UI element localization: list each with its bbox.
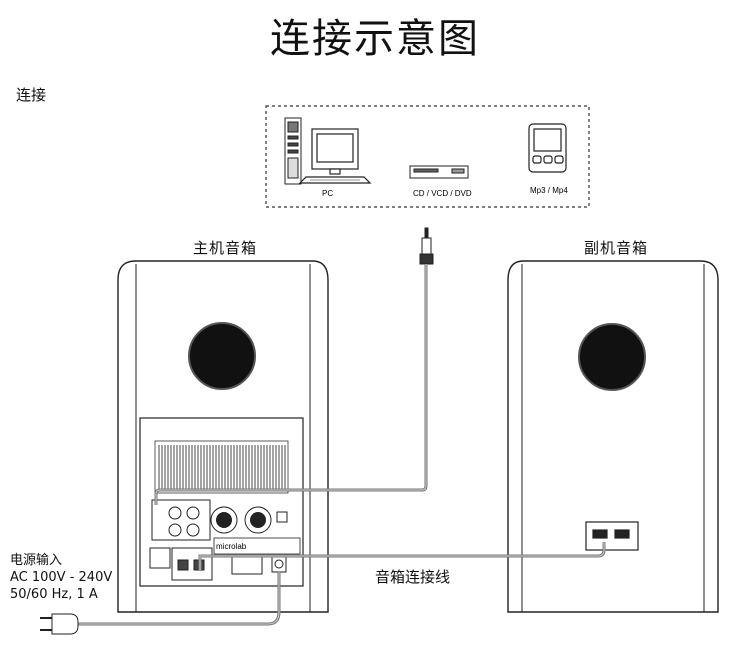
sub-speaker-label: 副机音箱 [584, 239, 649, 257]
pc-label: PC [322, 189, 333, 198]
power-input-label: 电源输入 AC 100V - 240V ~ 50/60 Hz, 1 A [10, 552, 127, 603]
section-label: 连接 [16, 86, 47, 104]
sub-speaker [507, 260, 719, 613]
source-devices-box [265, 105, 590, 208]
input-jacks [151, 499, 211, 541]
mp3-player-icon [528, 123, 567, 173]
power-cable-highlight [78, 572, 280, 625]
pc-tower-icon [284, 117, 302, 185]
sub-speaker-terminal-icon [585, 521, 639, 551]
dvd-player-icon [409, 165, 469, 179]
mp3-player-label: Mp3 / Mp4 [530, 186, 568, 195]
power-title: 电源输入 [10, 553, 63, 568]
bass-knob-cap [250, 512, 266, 528]
treble-knob-cap [216, 512, 232, 528]
power-socket-icon [271, 555, 287, 573]
disc-player-label: CD / VCD / DVD [413, 189, 472, 198]
rating-label [213, 537, 301, 555]
speaker-output-terminals [149, 547, 263, 581]
power-frequency: 50/60 Hz, 1 A [10, 587, 98, 602]
main-speaker-label: 主机音箱 [193, 239, 258, 257]
cert-mark-icon [276, 511, 288, 523]
power-voltage: AC 100V - 240V ~ [10, 570, 128, 585]
audio-plug-icon [419, 227, 434, 265]
audio-input-cable-highlight [155, 264, 427, 505]
heatsink-icon [158, 445, 286, 489]
monitor-icon [298, 128, 372, 184]
power-plug-icon [40, 613, 79, 635]
speaker-connection-cable-highlight [199, 542, 605, 570]
brand-logo: microlab [216, 542, 247, 551]
main-speaker-port-icon [188, 322, 256, 390]
sub-speaker-port-icon [578, 323, 646, 391]
page-title: 连接示意图 [270, 16, 480, 62]
speaker-cable-label: 音箱连接线 [375, 568, 451, 586]
